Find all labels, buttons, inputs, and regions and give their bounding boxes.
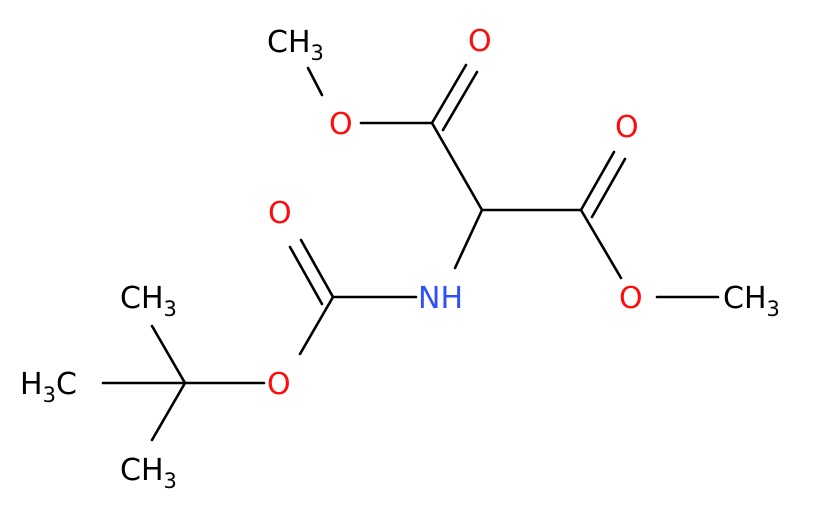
label-o-right-ether: O xyxy=(619,281,643,316)
bond-methyl-top-o xyxy=(306,66,324,97)
bond-carbonyl-top-a xyxy=(430,63,468,125)
bond-carbonyl-boc-a xyxy=(299,238,335,299)
bond-ctop-center xyxy=(430,121,484,212)
label-o-boc-carbonyl: O xyxy=(268,196,292,231)
bond-carbonyl-right-a xyxy=(579,150,616,212)
bonds xyxy=(101,63,720,442)
label-o-top-ether: O xyxy=(329,107,353,142)
label-o-right-carbonyl: O xyxy=(615,110,639,145)
bond-carbonyl-top-b xyxy=(441,70,479,132)
label-methyl-right: CH3 xyxy=(723,281,780,321)
label-nh: NH xyxy=(418,281,463,316)
bond-cright-o xyxy=(579,208,623,280)
label-o-top-carbonyl: O xyxy=(468,24,492,59)
label-methyl-tbu-top: CH3 xyxy=(120,281,177,321)
atom-labels: CH3 O O O O CH3 O NH O CH3 H3C CH3 xyxy=(20,24,780,493)
bond-carbonyl-boc-b xyxy=(288,245,324,306)
label-methyl-top: CH3 xyxy=(267,25,324,65)
bond-cboc-o xyxy=(298,295,335,356)
label-methyl-tbu-bottom: CH3 xyxy=(120,453,177,493)
bond-cq-methyl-bottom xyxy=(150,381,187,442)
bond-cq-methyl-top xyxy=(150,324,187,385)
bond-carbonyl-right-b xyxy=(590,157,627,219)
label-o-boc-ether: O xyxy=(267,367,291,402)
bond-center-nh xyxy=(453,208,484,270)
label-methyl-tbu-left: H3C xyxy=(20,367,77,407)
